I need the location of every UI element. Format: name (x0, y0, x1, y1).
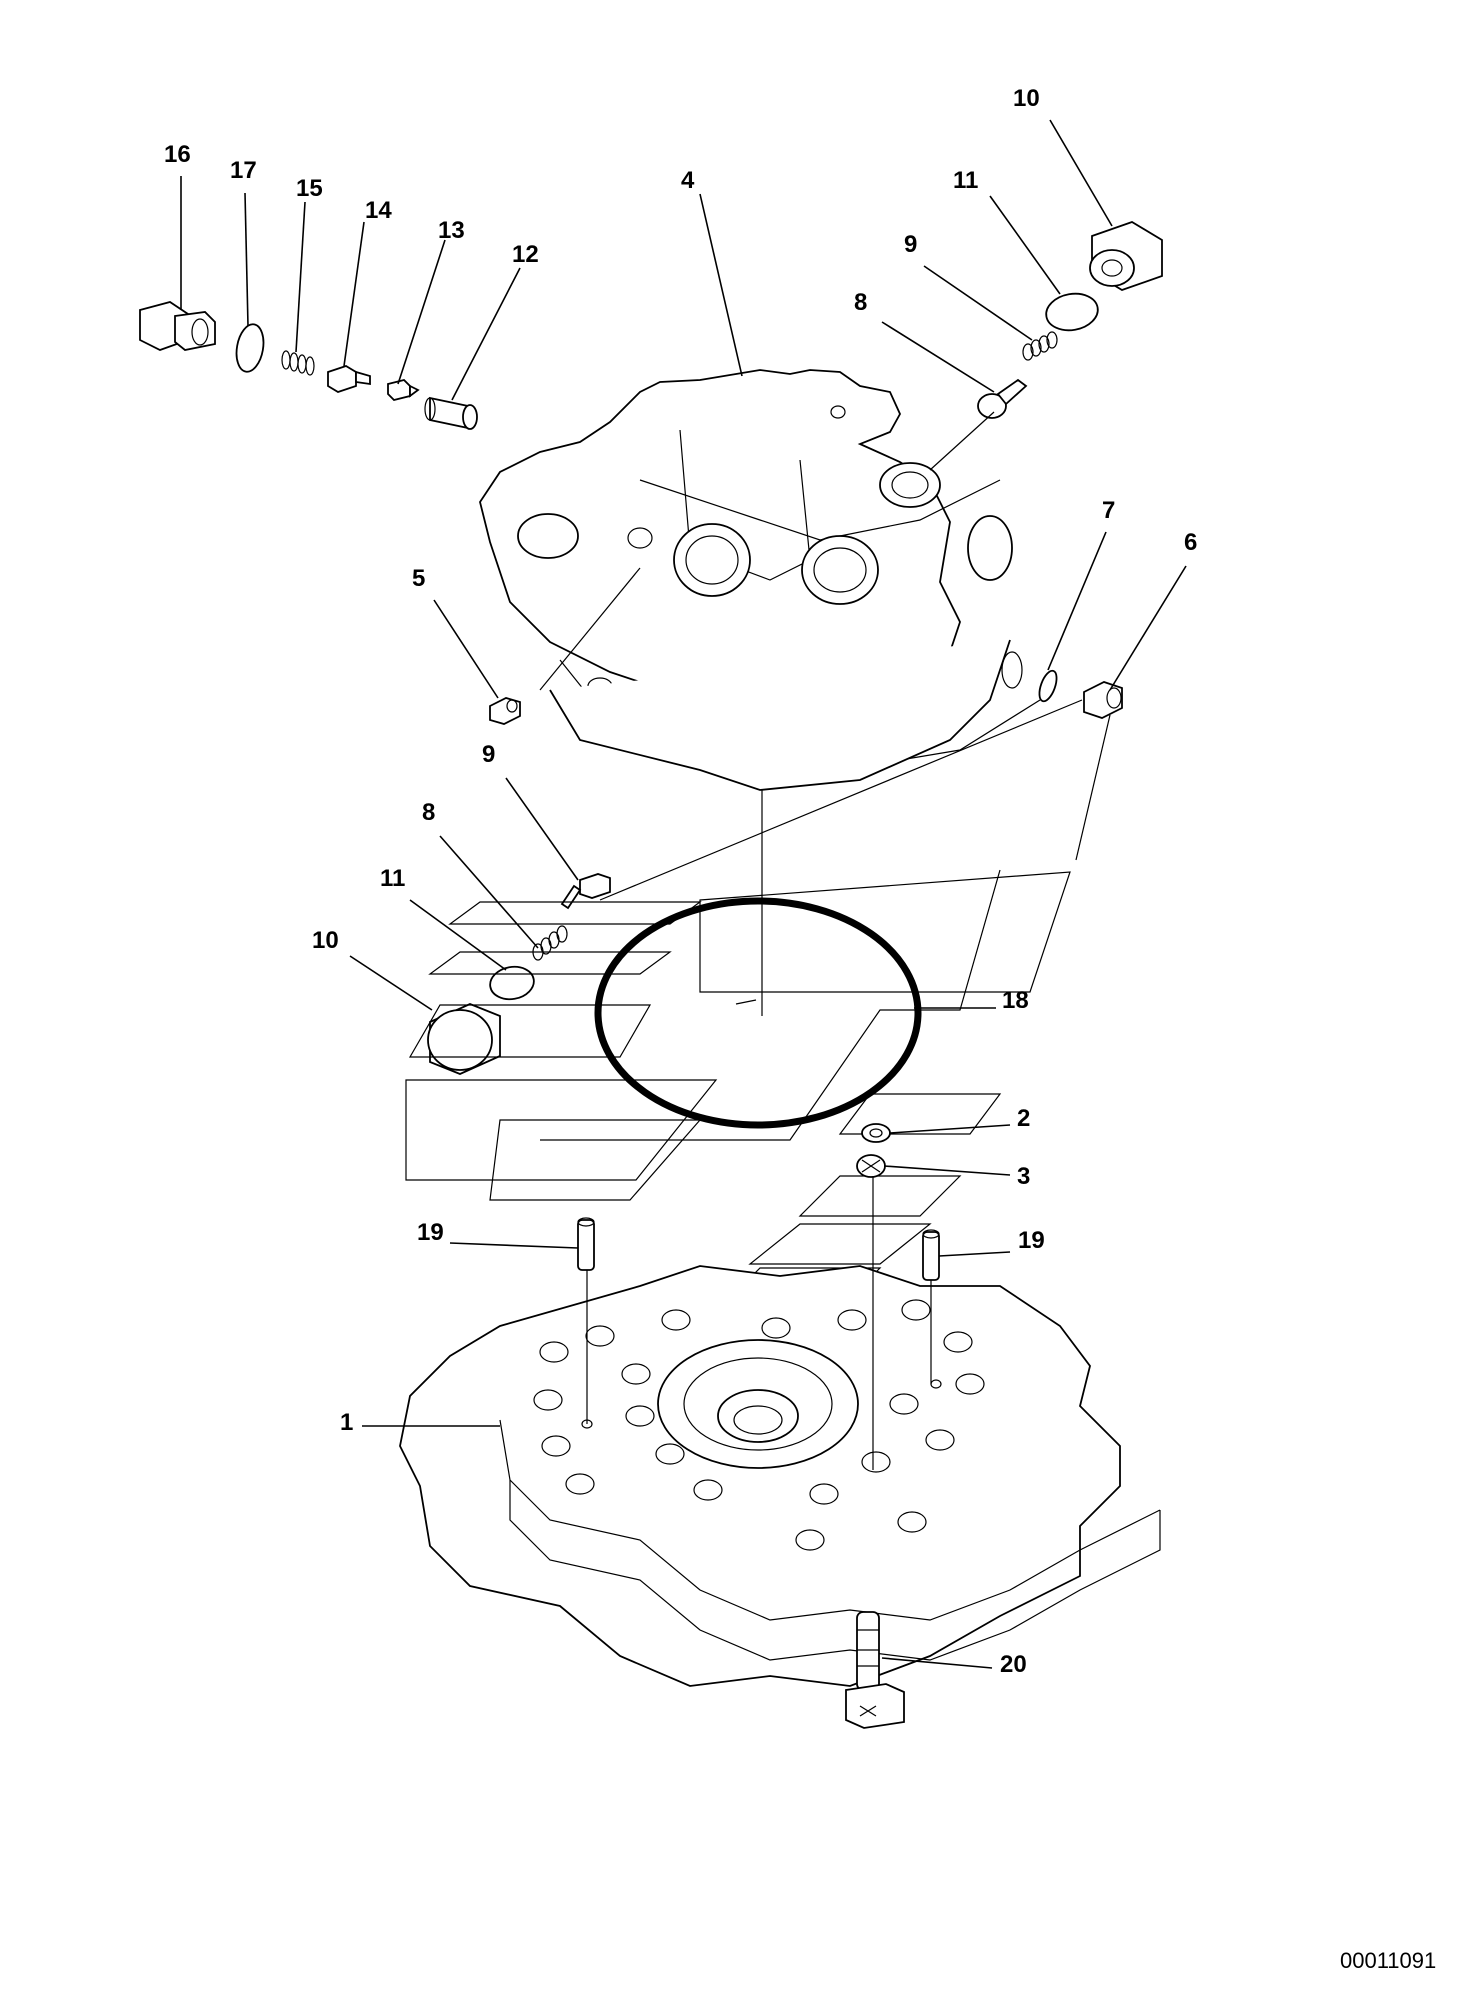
pin-part-19-left (577, 1217, 595, 1271)
callout-8-lower: 8 (422, 799, 435, 826)
sleeve-part-12 (424, 396, 478, 430)
callout-4: 4 (681, 167, 695, 194)
callout-12: 12 (512, 241, 539, 268)
callout-19-left: 19 (417, 1219, 444, 1246)
callout-18: 18 (1002, 987, 1029, 1014)
callout-11-lower: 11 (380, 865, 405, 892)
seat-part-13 (387, 379, 420, 401)
valve-body-part-4 (479, 369, 1041, 771)
document-number: 00011091 (1340, 1948, 1436, 1973)
callout-3: 3 (1017, 1163, 1030, 1190)
reference-outlines (405, 869, 1071, 1309)
poppet-part-9-lower (560, 873, 611, 910)
callout-9-lower: 9 (482, 741, 495, 768)
pin-part-19-right (922, 1229, 940, 1281)
oring-part-17 (235, 323, 265, 373)
callout-19-right: 19 (1018, 1227, 1045, 1254)
plug-part-10-upper (1089, 221, 1163, 291)
spring-part-15 (281, 350, 315, 376)
washer-part-2 (861, 1123, 891, 1143)
leader-lines (180, 119, 1187, 1669)
callout-11-upper: 11 (953, 167, 978, 194)
callout-7: 7 (1102, 497, 1115, 524)
bolt-part-20 (845, 1611, 905, 1729)
poppet-part-8-upper (977, 378, 1028, 419)
poppet-part-14 (327, 365, 371, 393)
plug-part-16 (139, 301, 216, 351)
plug-part-6 (1083, 681, 1123, 719)
callout-17: 17 (230, 157, 257, 184)
callout-16: 16 (164, 141, 191, 168)
callout-14: 14 (365, 197, 392, 224)
callout-9-upper: 9 (904, 231, 917, 258)
spring-part-8-lower (532, 925, 568, 961)
callout-10-lower: 10 (312, 927, 339, 954)
callout-13: 13 (438, 217, 465, 244)
callout-5: 5 (412, 565, 425, 592)
base-plate-part-1 (399, 1265, 1161, 1687)
callout-6: 6 (1184, 529, 1197, 556)
spring-part-9-upper (1022, 331, 1058, 361)
callout-15: 15 (296, 175, 323, 202)
ring-part-7 (1038, 669, 1058, 703)
oring-part-11-lower (489, 965, 535, 1001)
callout-2: 2 (1017, 1105, 1030, 1132)
plug-part-3 (856, 1154, 886, 1178)
oring-part-18 (594, 897, 922, 1129)
callout-20: 20 (1000, 1651, 1027, 1678)
callout-10-upper: 10 (1013, 85, 1040, 112)
plug-part-5 (489, 697, 521, 725)
oring-part-11-upper (1045, 292, 1099, 332)
callout-1: 1 (340, 1409, 353, 1436)
callout-8-upper: 8 (854, 289, 867, 316)
plug-part-10-lower (427, 1003, 501, 1075)
callout-labels: 16 17 15 14 13 12 4 10 11 9 8 7 6 5 9 8 … (164, 85, 1197, 1678)
